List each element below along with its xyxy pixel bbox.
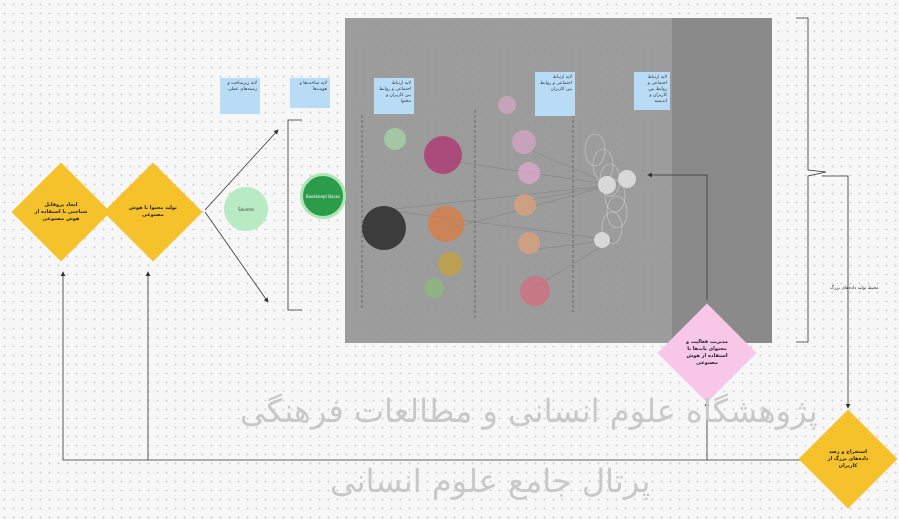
node-peach-1 <box>514 194 536 216</box>
diamond-create-profile: ایجاد پروفایل شناختی با استفاده از هوش م… <box>12 163 110 261</box>
watermark-line-1: پژوهشگاه علوم انسانی و مطالعات فرهنگی <box>240 392 818 430</box>
node-green-2 <box>424 278 444 298</box>
arrow-down <box>204 211 269 303</box>
node-orange <box>428 206 464 242</box>
node-pink-3 <box>518 162 540 184</box>
node-rose <box>520 276 550 306</box>
node-gray-3 <box>594 232 610 248</box>
sources-node: Sources <box>224 187 268 231</box>
diamond-create-profile-label: ایجاد پروفایل شناختی با استفاده از هوش م… <box>34 201 88 222</box>
hub-node: Bookkeept Bases <box>300 173 346 219</box>
sticky-note-3: لایه ارتباط اجتماعی و روابط بین کاربران … <box>374 78 414 114</box>
node-green-small <box>384 128 406 150</box>
arrow-side-down <box>822 175 851 409</box>
sticky-note-1: لایه زیرساخت و زمینه‌های عملی <box>220 78 260 114</box>
node-gold <box>438 252 462 276</box>
feedback-line <box>60 271 805 461</box>
diamond-extract-data-label: استخراج و رصد داده‌های بزرگ از کاربران <box>827 448 869 469</box>
node-peach-2 <box>518 232 540 254</box>
node-pink-2 <box>512 130 536 154</box>
node-gray-2 <box>618 170 636 188</box>
sticky-note-5: لایه ارتباط اجتماعی و روابط بین کاربران … <box>634 72 670 110</box>
diamond-produce-content: تولید محتوا با هوش مصنوعی <box>104 163 202 261</box>
node-gray-1 <box>598 176 616 194</box>
diamond-manage-activity: مدیریت فعالیت و محتوای بات‌ها با استفاده… <box>658 304 756 402</box>
watermark-line-2: پرتال جامع علوم انسانی <box>330 462 651 500</box>
hub-node-label: Bookkeept Bases <box>305 193 341 199</box>
overlay-panel-right <box>672 18 772 343</box>
bracket-left <box>287 119 302 311</box>
sources-node-label: Sources <box>238 206 254 212</box>
node-magenta <box>424 136 462 174</box>
bracket-right <box>796 17 827 343</box>
side-label: محیط تولید داده‌های بزرگ <box>830 286 879 291</box>
diamond-manage-activity-label: مدیریت فعالیت و محتوای بات‌ها با استفاده… <box>686 339 728 366</box>
diamond-produce-content-label: تولید محتوا با هوش مصنوعی <box>129 205 177 218</box>
sticky-note-4: لایه ارتباط اجتماعی و روابط بین کاربران <box>535 72 575 116</box>
node-dark <box>362 206 406 250</box>
arrow-up <box>204 129 279 211</box>
node-pink-1 <box>498 96 516 114</box>
arrow-manage-up <box>647 172 708 300</box>
sticky-note-2: لایه ساخت‌ها و هویت‌ها <box>290 78 330 108</box>
diamond-extract-data: استخراج و رصد داده‌های بزرگ از کاربران <box>799 410 897 508</box>
